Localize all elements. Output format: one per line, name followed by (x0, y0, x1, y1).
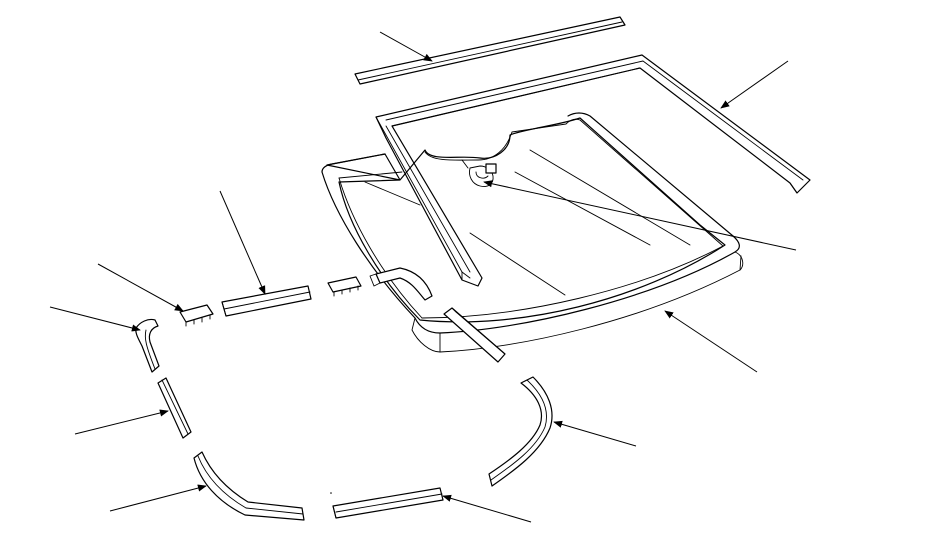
leader-corner-piece-left (109, 484, 207, 512)
leader-side-post-piece (74, 409, 169, 435)
corner-piece-left (193, 451, 305, 521)
corner-bracket-left (135, 318, 160, 373)
inner-spacer (369, 267, 433, 301)
windshield-glass (321, 112, 744, 353)
upper-molding (354, 16, 626, 85)
leader-corner-bracket-left (49, 306, 141, 332)
frame-molding (375, 54, 811, 287)
leader-upper-molding (379, 31, 433, 62)
clip-center (327, 276, 362, 297)
leader-frame-molding (720, 60, 789, 109)
leader-spacer-bar (219, 190, 266, 295)
mirror-mount (461, 159, 497, 187)
leader-lines (49, 31, 797, 523)
bottom-strip (332, 487, 444, 519)
lower-edge (443, 307, 506, 363)
side-post-piece (157, 377, 192, 439)
clip-left (179, 304, 214, 327)
leader-clip-left (97, 263, 184, 312)
side-lower-trim (488, 376, 553, 487)
stray-dot (330, 492, 332, 494)
leader-side-lower-trim (553, 420, 637, 447)
spacer-bar (221, 285, 312, 317)
leader-lower-edge (664, 310, 758, 373)
leader-mirror-mount (483, 180, 797, 251)
leader-bottom-strip (442, 494, 532, 523)
